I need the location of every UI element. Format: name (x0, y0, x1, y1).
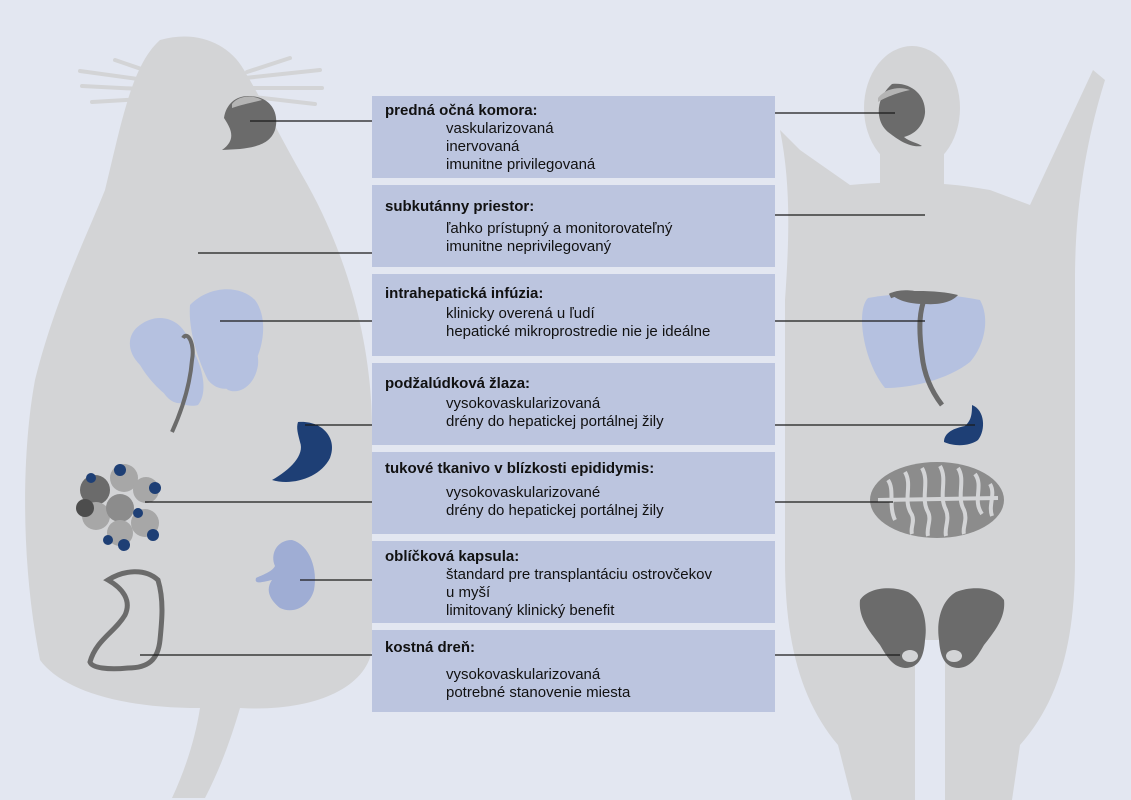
site-property: štandard pre transplantáciu ostrovčekov (446, 566, 712, 583)
site-box-epididymal-fat: tukové tkanivo v blízkosti epididymis: v… (372, 452, 775, 534)
site-title: predná očná komora: (385, 102, 538, 119)
human-pancreas (944, 405, 984, 446)
site-property: inervovaná (446, 138, 520, 155)
site-property: limitovaný klinický benefit (446, 602, 615, 619)
site-box-subcutaneous: subkutánny priestor: ľahko prístupný a m… (372, 185, 775, 267)
mouse-pelvis (87, 569, 165, 672)
human-pelvis (859, 588, 1005, 668)
site-property: drény do hepatickej portálnej žily (446, 502, 664, 519)
site-title: tukové tkanivo v blízkosti epididymis: (385, 460, 655, 477)
mouse-liver (129, 289, 264, 406)
site-property: vysokovaskularizovaná (446, 395, 601, 412)
site-property: imunitne neprivilegovaný (446, 238, 612, 255)
mouse-kidney (255, 540, 316, 611)
human-leg-gap (915, 640, 945, 800)
site-box-intrahepatic: intrahepatická infúzia: klinicky overená… (372, 274, 775, 356)
human-stomach-top (890, 290, 958, 305)
site-property: hepatické mikroprostredie nie je ideálne (446, 323, 711, 340)
mouse-silhouette (25, 36, 372, 799)
connector-lines (140, 112, 975, 656)
mouse-eye (222, 96, 277, 150)
human-silhouette (780, 46, 1105, 800)
site-title: podžalúdková žlaza: (385, 375, 531, 392)
site-box-bone-marrow: kostná dreň: vysokovaskularizovaná potre… (372, 630, 775, 712)
site-property: potrebné stanovenie miesta (446, 684, 631, 701)
site-property: klinicky overená u ľudí (446, 305, 595, 322)
mouse-fat-tissue (76, 464, 161, 551)
human-intestine (870, 462, 1004, 538)
mouse-gallbladder (170, 333, 195, 433)
human-liver (862, 293, 986, 388)
site-property: vaskularizovaná (446, 120, 554, 137)
site-property: drény do hepatickej portálnej žily (446, 413, 664, 430)
site-property: ľahko prístupný a monitorovateľný (446, 220, 673, 237)
site-title: oblíčková kapsula: (385, 548, 520, 565)
site-box-anterior-chamber: predná očná komora: vaskularizovaná iner… (372, 96, 775, 178)
site-property: vysokovaskularizovaná (446, 666, 601, 683)
mouse-pancreas (272, 421, 333, 482)
site-property: imunitne privilegovaná (446, 156, 596, 173)
site-box-pancreas: podžalúdková žlaza: vysokovaskularizovan… (372, 363, 775, 445)
site-title: intrahepatická infúzia: (385, 285, 544, 302)
site-title: kostná dreň: (385, 639, 476, 656)
site-box-kidney-capsule: oblíčková kapsula: štandard pre transpla… (372, 541, 775, 623)
site-property: u myší (446, 584, 491, 601)
site-title: subkutánny priestor: (385, 198, 535, 215)
site-property: vysokovaskularizované (446, 484, 601, 501)
human-eye (878, 83, 926, 147)
